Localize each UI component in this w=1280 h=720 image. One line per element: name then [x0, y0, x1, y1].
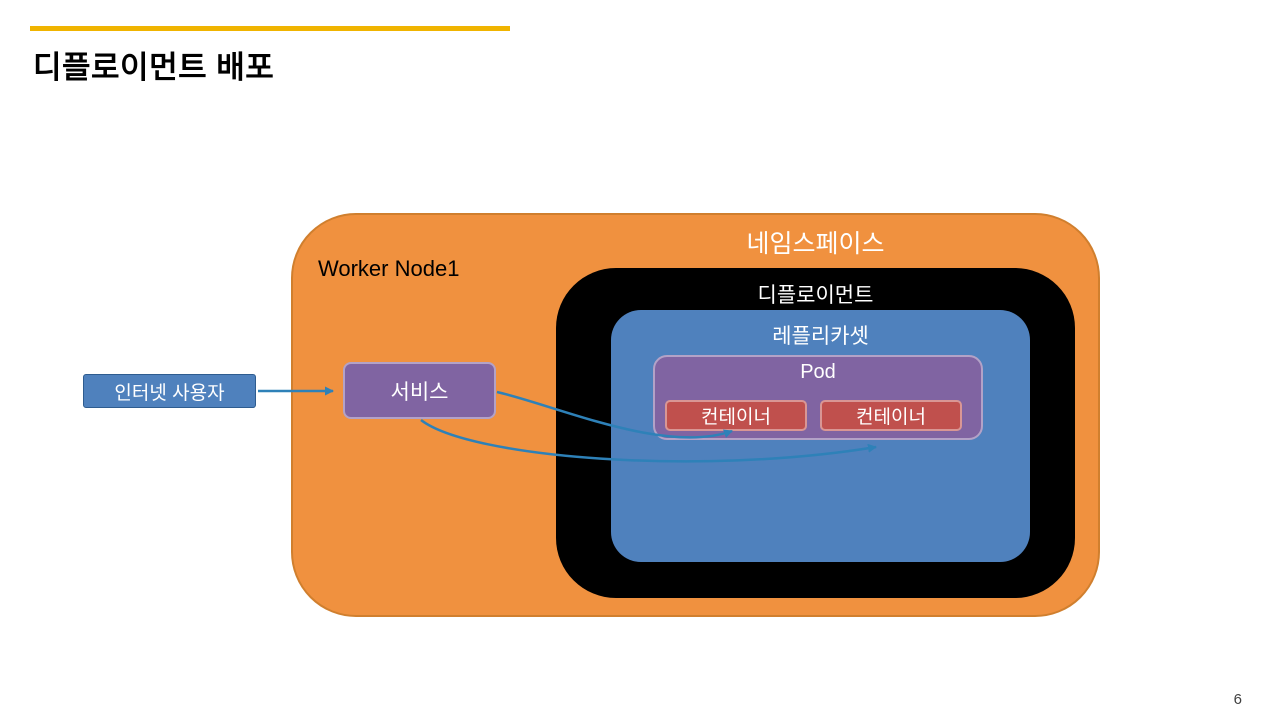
- worker-node-label: Worker Node1: [318, 256, 460, 281]
- pod-label: Pod: [800, 361, 836, 383]
- deployment-box: 디플로이먼트 레플리카셋 Pod 컨테이너 컨테이너: [556, 268, 1075, 598]
- internet-user-box: 인터넷 사용자: [83, 374, 256, 408]
- title-accent-line: [30, 26, 510, 31]
- namespace-label: 네임스페이스: [746, 230, 885, 258]
- deployment-label: 디플로이먼트: [757, 284, 874, 307]
- container-box: 컨테이너: [665, 400, 807, 431]
- page-number: 6: [1233, 691, 1242, 708]
- service-box: 서비스: [343, 362, 496, 419]
- page-title: 디플로이먼트 배포: [33, 50, 275, 85]
- pod-box: Pod 컨테이너 컨테이너: [653, 355, 983, 440]
- replicaset-box: 레플리카셋 Pod 컨테이너 컨테이너: [611, 310, 1030, 562]
- container-box: 컨테이너: [820, 400, 962, 431]
- replicaset-label: 레플리카셋: [772, 325, 869, 348]
